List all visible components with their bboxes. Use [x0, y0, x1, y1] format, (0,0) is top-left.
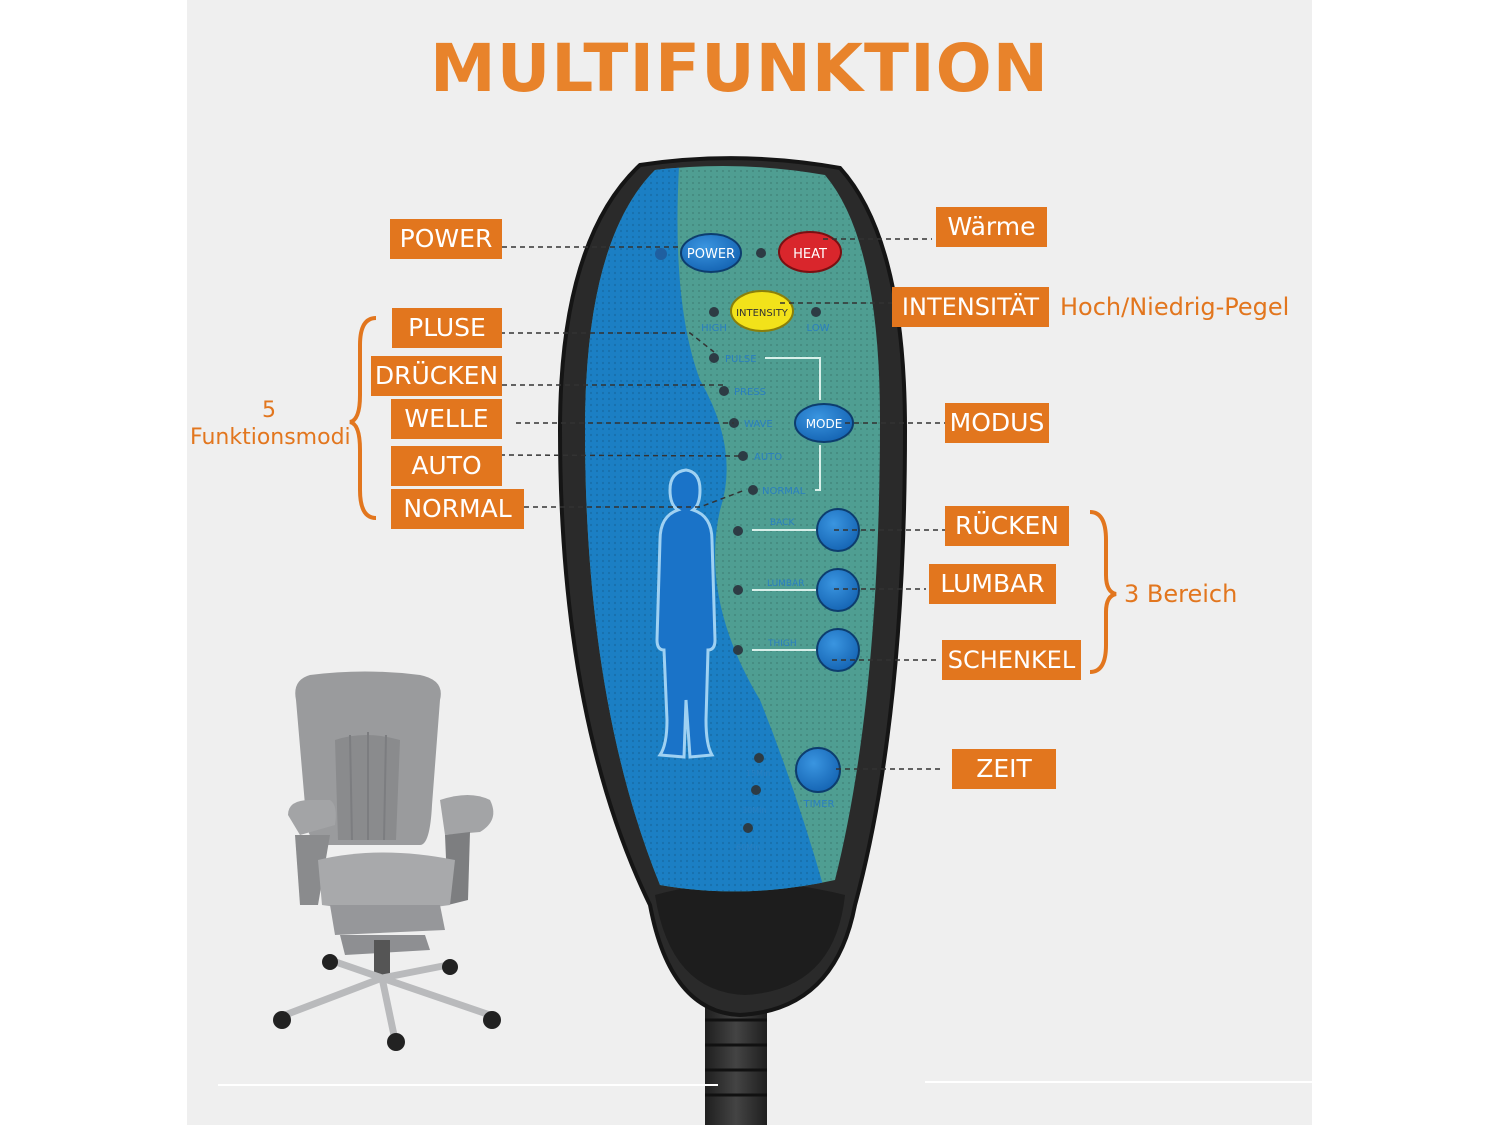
remote-thigh-button[interactable] — [816, 628, 860, 672]
label-auto: AUTO — [391, 446, 502, 486]
remote-auto-label: AUTO — [754, 452, 782, 463]
label-areas-text: 3 Bereich — [1124, 580, 1238, 608]
label-zeit: ZEIT — [952, 749, 1056, 789]
remote-low-label: LOW — [807, 323, 830, 334]
remote-high-label: HIGH — [701, 323, 727, 334]
modes-brace — [349, 316, 377, 520]
remote-intensity-button[interactable]: INTENSITY — [730, 290, 794, 332]
label-intensitaet: INTENSITÄT — [892, 287, 1049, 327]
remote-small-labels: HIGH LOW PULSE PRESS WAVE AUTO NORMAL BA… — [701, 323, 834, 852]
mode-btn-label: MODE — [806, 417, 843, 431]
remote-15min-label: 15Min — [746, 769, 770, 778]
label-pluse: PLUSE — [392, 308, 502, 348]
label-waerme: Wärme — [936, 207, 1047, 247]
label-ruecken: RÜCKEN — [945, 506, 1069, 546]
label-lumbar: LUMBAR — [929, 564, 1056, 604]
remote-timer-button[interactable] — [795, 747, 841, 793]
areas-brace — [1089, 510, 1117, 674]
indicator-leds — [655, 248, 821, 833]
page-title: MULTIFUNKTION — [430, 30, 1049, 107]
remote-pulse-label: PULSE — [725, 354, 757, 365]
office-chair-image — [273, 671, 501, 1051]
label-modes-count: 5 — [262, 398, 276, 423]
remote-30min-label: 30Min — [742, 806, 766, 815]
remote-press-label: PRESS — [734, 387, 766, 398]
remote-thigh-label: THIGH — [767, 639, 797, 649]
remote-power-button[interactable]: POWER — [680, 233, 742, 273]
remote-lumbar-label: LUMBAR — [767, 579, 805, 589]
body-figure-icon — [655, 468, 717, 759]
label-intensitaet-note: Hoch/Niedrig-Pegel — [1060, 293, 1290, 321]
heat-btn-label: HEAT — [793, 247, 827, 262]
power-btn-label: POWER — [687, 247, 735, 262]
remote-cord — [705, 1000, 767, 1125]
leader-lines — [482, 238, 945, 770]
remote-back-label: BACK — [770, 518, 795, 528]
label-welle: WELLE — [391, 399, 502, 439]
label-modes-text: Funktionsmodi — [190, 425, 351, 450]
remote-mode-button[interactable]: MODE — [794, 403, 854, 443]
remote-lumbar-button[interactable] — [816, 568, 860, 612]
remote-wave-label: WAVE — [744, 419, 773, 430]
intensity-btn-label: INTENSITY — [736, 308, 789, 319]
label-schenkel: SCHENKEL — [942, 640, 1081, 680]
label-power: POWER — [390, 219, 502, 259]
remote-60min-label: 60Min — [736, 843, 760, 852]
remote-normal-label: NORMAL — [762, 486, 806, 497]
remote-heat-button[interactable]: HEAT — [778, 231, 842, 273]
remote-timer-label: TIMER — [803, 799, 835, 810]
label-normal: NORMAL — [391, 489, 524, 529]
label-druecken: DRÜCKEN — [371, 356, 502, 396]
label-modus: MODUS — [945, 403, 1049, 443]
